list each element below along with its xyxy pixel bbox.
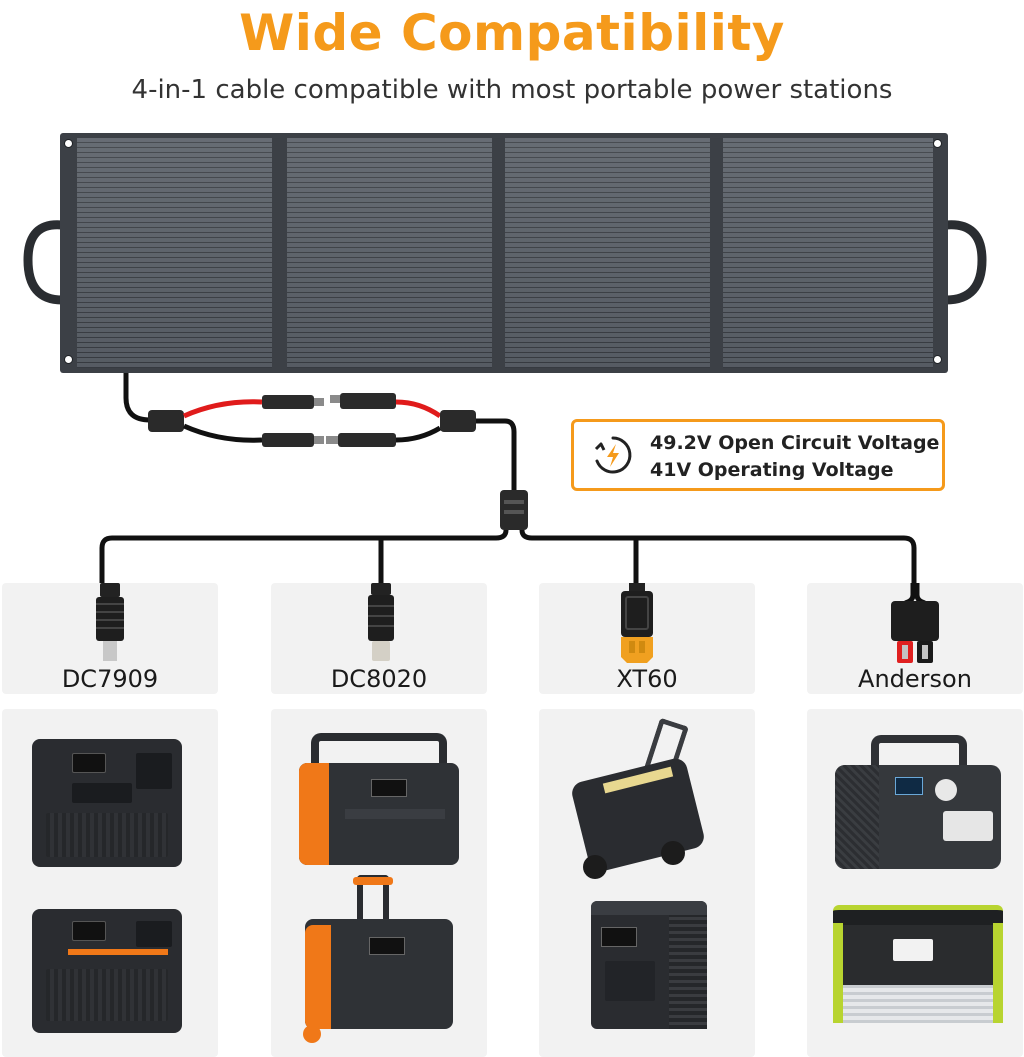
device-card-dc7909	[2, 709, 218, 1057]
dc7909-plug-icon	[96, 583, 124, 661]
connector-label: DC7909	[61, 665, 159, 693]
solar-cell	[723, 138, 933, 368]
page-title: Wide Compatibility	[239, 4, 785, 62]
lightning-bolt-icon	[594, 436, 632, 474]
connector-card-xt60: XT60	[539, 583, 755, 694]
voltage-info-box: 49.2V Open Circuit Voltage 41V Operating…	[571, 419, 945, 491]
connector-card-anderson: Anderson	[807, 583, 1023, 694]
device-card-xt60	[539, 709, 755, 1057]
device-card-dc8020	[271, 709, 487, 1057]
dc8020-plug-icon	[368, 583, 394, 661]
connector-label: DC8020	[330, 665, 428, 693]
power-station-orange-trolley-icon	[299, 875, 459, 1045]
solar-cell	[287, 138, 492, 368]
anderson-plug-icon	[891, 583, 939, 663]
page-subtitle: 4-in-1 cable compatible with most portab…	[131, 75, 893, 105]
solar-panel	[60, 133, 948, 373]
grommet-icon	[64, 139, 73, 148]
power-station-dark-orange-icon	[32, 909, 182, 1033]
connector-card-dc8020: DC8020	[271, 583, 487, 694]
power-station-orange-handle-icon	[299, 733, 459, 865]
connector-card-dc7909: DC7909	[2, 583, 218, 694]
connector-label: XT60	[616, 665, 678, 693]
solar-cell	[505, 138, 710, 368]
power-station-wheeled-icon	[569, 717, 723, 885]
power-station-gray-handle-icon	[835, 735, 1001, 869]
grommet-icon	[933, 355, 942, 364]
connector-label: Anderson	[858, 665, 972, 693]
xt60-plug-icon	[621, 583, 653, 663]
grommet-icon	[933, 139, 942, 148]
operating-voltage: 41V Operating Voltage	[650, 459, 894, 481]
grommet-icon	[64, 355, 73, 364]
open-circuit-voltage: 49.2V Open Circuit Voltage	[650, 432, 940, 454]
power-station-tower-icon	[591, 901, 707, 1029]
device-card-anderson	[807, 709, 1023, 1057]
power-station-dark-icon	[32, 739, 182, 867]
power-station-yellow-frame-icon	[833, 905, 1003, 1025]
solar-cell	[77, 138, 272, 368]
